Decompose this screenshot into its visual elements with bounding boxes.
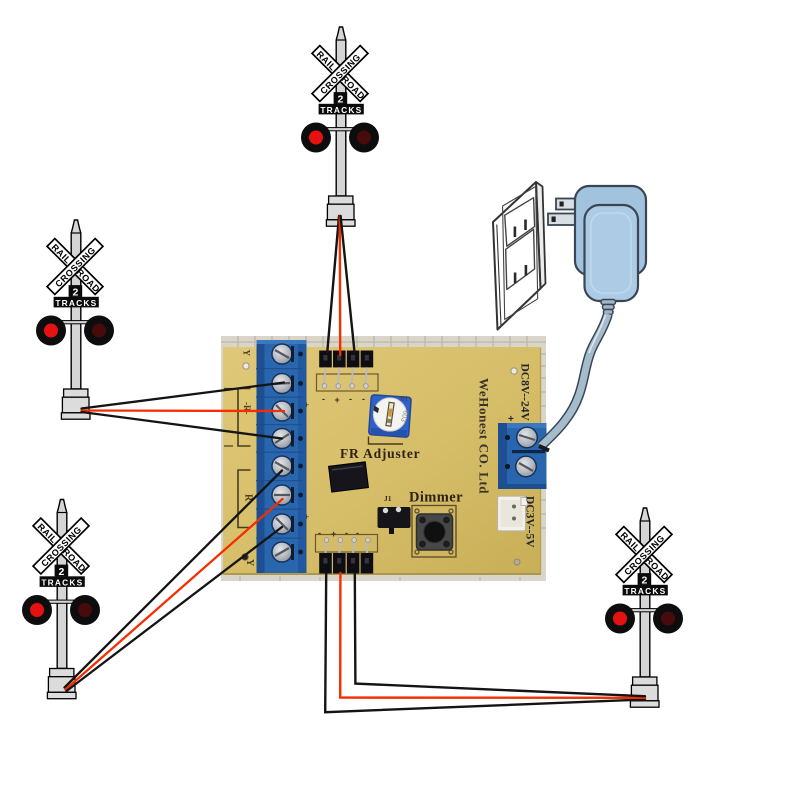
svg-text:Y: Y — [244, 559, 255, 567]
svg-text:WeHonest CO. Ltd: WeHonest CO. Ltd — [477, 378, 492, 494]
svg-text:-R-: -R- — [242, 402, 252, 415]
svg-text:-: - — [345, 528, 348, 538]
svg-text:Y: Y — [242, 350, 252, 357]
svg-text:DC3V--5V: DC3V--5V — [524, 496, 536, 548]
svg-text:+: + — [331, 529, 336, 539]
svg-text:Dimmer: Dimmer — [409, 490, 463, 506]
svg-text:J1: J1 — [384, 494, 392, 503]
svg-text:-: - — [356, 528, 359, 538]
svg-text:R: R — [243, 494, 254, 502]
svg-text:+: + — [304, 512, 309, 522]
svg-text:-: - — [362, 394, 365, 404]
svg-text:FR Adjuster: FR Adjuster — [340, 446, 420, 461]
svg-text:-: - — [349, 394, 352, 404]
svg-text:+: + — [508, 414, 514, 425]
svg-text:-: - — [322, 394, 325, 404]
svg-text:+: + — [304, 400, 309, 410]
svg-text:+: + — [335, 395, 340, 405]
svg-text:01: 01 — [401, 395, 409, 403]
svg-text:DC8V--24V: DC8V--24V — [519, 364, 531, 422]
svg-text:603: 603 — [399, 409, 409, 422]
svg-text:-: - — [318, 528, 321, 538]
